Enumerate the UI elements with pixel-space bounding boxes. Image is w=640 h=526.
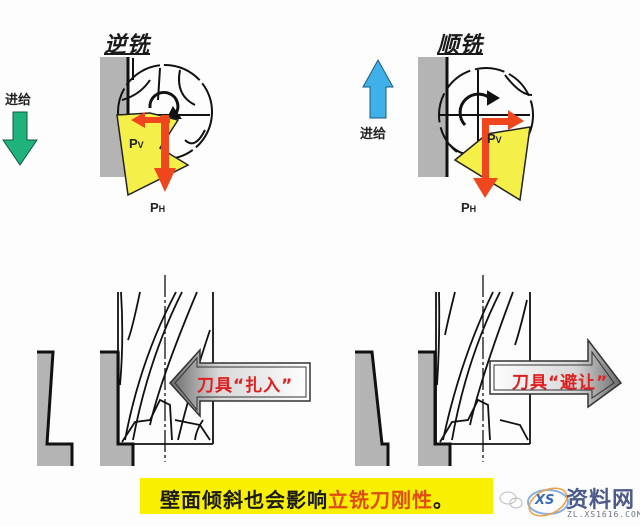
watermark-name: 资料网 — [566, 488, 636, 513]
endmill-left-icon — [117, 275, 214, 462]
caption-highlight: 立铣刀刚性 — [328, 488, 433, 512]
left-feed-label: 进给 — [5, 93, 32, 108]
callout-plunge-text: 刀具“扎入” — [197, 376, 294, 396]
chip — [116, 112, 190, 197]
workpiece-wall — [418, 57, 446, 177]
wechat-icon — [499, 491, 523, 509]
left-force-ph-label: PH — [150, 200, 166, 215]
watermark-logo-icon — [527, 487, 569, 517]
watermark-url: ZL.XS1616.COM — [567, 510, 640, 519]
right-feed-label: 进给 — [360, 127, 387, 142]
right-force-pv-label: PV — [487, 131, 502, 146]
up-milling-diagram — [100, 57, 213, 197]
endmill-right-icon — [435, 275, 531, 462]
caption-highlight-box — [140, 478, 493, 514]
force-arrows — [131, 112, 176, 192]
caption-text: 壁面倾斜也会影响立铣刀刚性。 — [160, 488, 454, 512]
up-milling-title: 逆铣 — [104, 33, 151, 58]
feed-arrow-down-icon — [2, 111, 38, 166]
left-force-pv-label: PV — [129, 136, 144, 151]
chip — [453, 126, 531, 202]
down-milling-diagram — [418, 57, 534, 202]
down-milling-title: 顺铣 — [437, 33, 484, 58]
right-force-ph-label: PH — [461, 200, 477, 215]
right-wall-profile — [355, 350, 452, 466]
callout-arrow-left-icon — [168, 348, 311, 418]
feed-arrow-up-icon — [362, 58, 394, 119]
watermark-logo-text: XS — [535, 493, 555, 508]
force-arrows — [473, 110, 524, 198]
callout-arrow-right-icon — [489, 337, 623, 409]
callout-deflect-text: 刀具“避让” — [512, 373, 609, 393]
left-wall-profile — [37, 350, 135, 466]
